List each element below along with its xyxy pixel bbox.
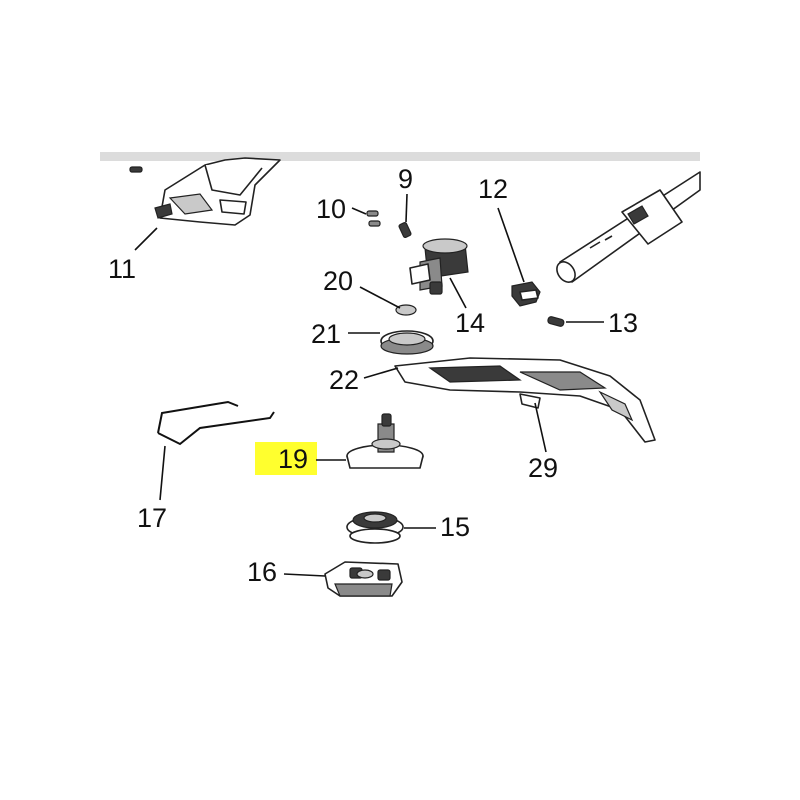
part-10-screws — [366, 210, 381, 227]
callout-17: 17 — [137, 503, 168, 533]
callout-16: 16 — [247, 557, 278, 587]
part-19-spool-housing — [346, 413, 424, 469]
callout-21: 21 — [311, 319, 342, 349]
callout-20: 20 — [323, 266, 354, 296]
part-22-29-guard — [394, 357, 656, 443]
callout-29: 29 — [528, 453, 559, 483]
part-13-screw — [547, 316, 565, 327]
leader-lines — [134, 193, 604, 577]
callout-15: 15 — [440, 512, 471, 542]
callout-11: 11 — [108, 254, 137, 284]
callout-22: 22 — [329, 365, 360, 395]
callout-13: 13 — [608, 308, 639, 338]
callout-10: 10 — [316, 194, 347, 224]
part-9-pin — [398, 222, 412, 238]
callout-12: 12 — [478, 174, 509, 204]
part-12-clip — [511, 281, 541, 307]
shaft-tube — [556, 171, 701, 283]
part-14-motor — [409, 238, 469, 295]
part-19-highlight — [255, 442, 317, 475]
part-15-spool — [346, 511, 404, 544]
callout-9: 9 — [398, 164, 414, 194]
part-21-gear — [380, 330, 434, 355]
part-17-wire-guide — [157, 400, 275, 446]
callout-14: 14 — [455, 308, 486, 338]
callout-19: 19 — [278, 444, 309, 474]
part-11-housing — [129, 157, 281, 226]
part-20-washer — [395, 304, 417, 316]
top-divider — [100, 152, 700, 161]
part-16-spool-cap — [324, 561, 403, 597]
